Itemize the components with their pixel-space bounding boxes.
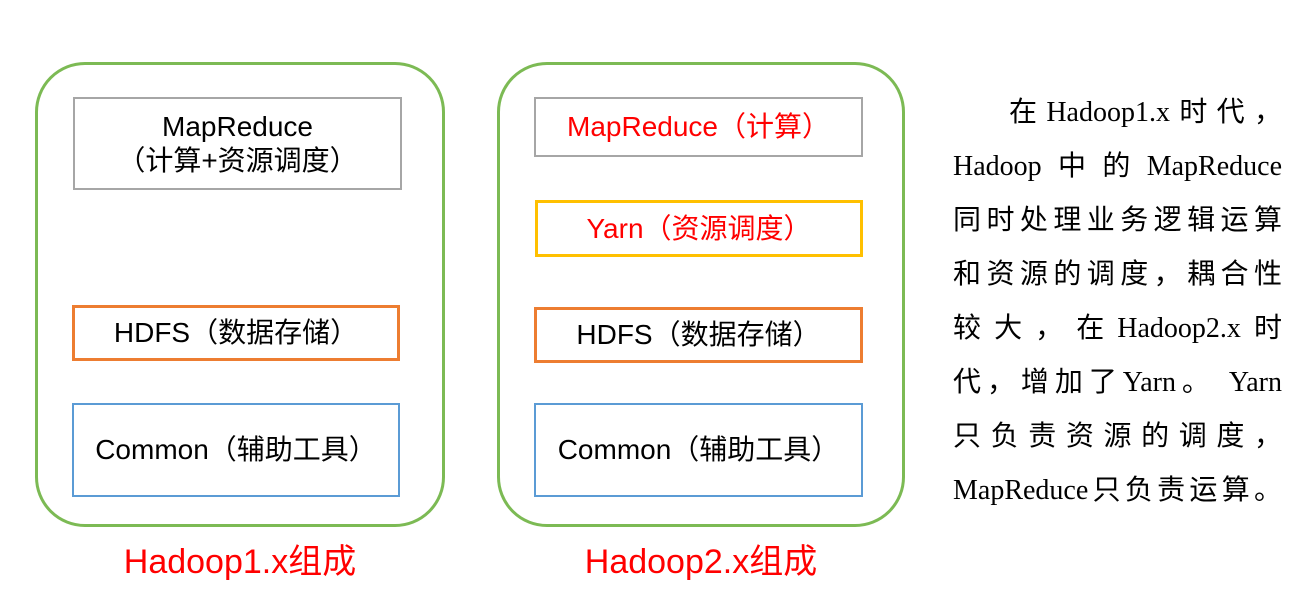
note-line-5: 较大，在Hadoop2.x时	[953, 313, 1282, 344]
hadoop1x-mapreduce-box: MapReduce （计算+资源调度）	[73, 97, 402, 190]
hadoop2x-yarn-label: Yarn（资源调度）	[586, 212, 812, 244]
note-line-7: 只负责资源的调度，	[953, 421, 1282, 452]
hadoop2x-common-box: Common（辅助工具）	[534, 403, 863, 497]
hadoop2x-mapreduce-label: MapReduce（计算）	[567, 111, 830, 142]
hadoop2x-caption: Hadoop2.x组成	[584, 543, 818, 581]
hadoop1x-common-label: Common（辅助工具）	[95, 434, 377, 465]
hadoop2x-mapreduce-box: MapReduce（计算）	[534, 97, 863, 157]
hadoop1x-common-box: Common（辅助工具）	[72, 403, 400, 497]
note-line-6: 代，增加了Yarn。 Yarn	[953, 367, 1282, 398]
note-line-4: 和资源的调度，耦合性	[953, 259, 1282, 290]
hadoop1x-caption: Hadoop1.x组成	[123, 543, 357, 581]
hadoop2x-panel: MapReduce（计算） Yarn（资源调度） HDFS（数据存储） Comm…	[497, 62, 905, 527]
note-line-1: 在Hadoop1.x时代，	[1009, 97, 1282, 128]
note-line-2: Hadoop中的MapReduce	[953, 151, 1282, 182]
note-line-8: MapReduce只负责运算。	[953, 475, 1282, 506]
description-paragraph: 在Hadoop1.x时代， Hadoop中的MapReduce 同时处理业务逻辑…	[953, 86, 1282, 518]
hadoop2x-common-label: Common（辅助工具）	[557, 434, 840, 465]
hadoop1x-mapreduce-label: MapReduce （计算+资源调度）	[117, 110, 358, 176]
hadoop1x-hdfs-box: HDFS（数据存储）	[72, 305, 400, 361]
hadoop2x-hdfs-box: HDFS（数据存储）	[534, 307, 863, 363]
hadoop2x-yarn-box: Yarn（资源调度）	[535, 200, 863, 257]
hadoop1x-panel: MapReduce （计算+资源调度） HDFS（数据存储） Common（辅助…	[35, 62, 445, 527]
hadoop2x-hdfs-label: HDFS（数据存储）	[576, 319, 821, 350]
hadoop1x-hdfs-label: HDFS（数据存储）	[113, 317, 359, 348]
note-line-3: 同时处理业务逻辑运算	[953, 205, 1282, 236]
